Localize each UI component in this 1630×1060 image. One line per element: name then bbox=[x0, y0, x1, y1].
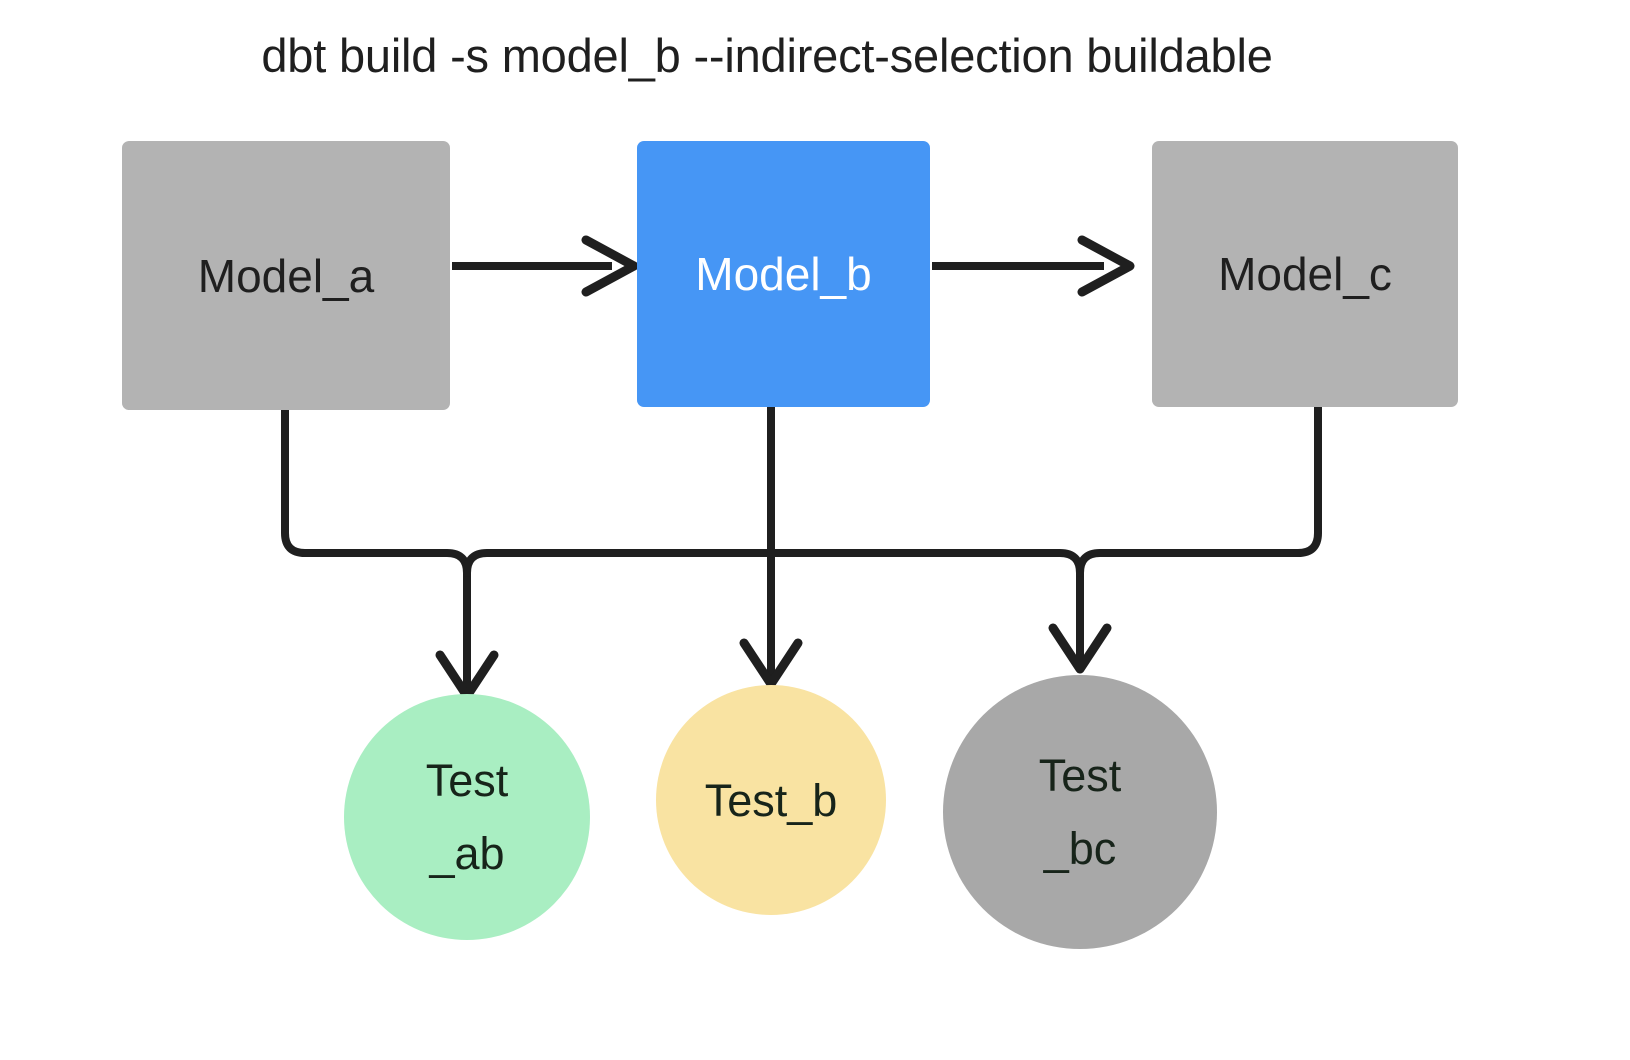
node-test-ab[interactable] bbox=[344, 694, 590, 940]
node-model-a[interactable] bbox=[122, 141, 450, 410]
node-test-b[interactable] bbox=[656, 685, 886, 915]
node-model-c[interactable] bbox=[1152, 141, 1458, 407]
edge-model-b-to-model-c bbox=[932, 235, 1135, 297]
node-model-b[interactable] bbox=[637, 141, 930, 407]
edge-model-a-to-test-ab bbox=[281, 406, 499, 701]
edge-model-a-to-model-b bbox=[452, 235, 639, 297]
edge-model-b-to-test-b bbox=[739, 403, 803, 689]
edge-model-c-to-test-bc bbox=[1076, 403, 1322, 577]
edge-model-b-to-test-ab bbox=[463, 549, 775, 577]
edge-model-b-to-test-bc bbox=[767, 549, 1112, 674]
diagram-title: dbt build -s model_b --indirect-selectio… bbox=[261, 29, 1273, 82]
node-test-bc[interactable] bbox=[943, 675, 1217, 949]
